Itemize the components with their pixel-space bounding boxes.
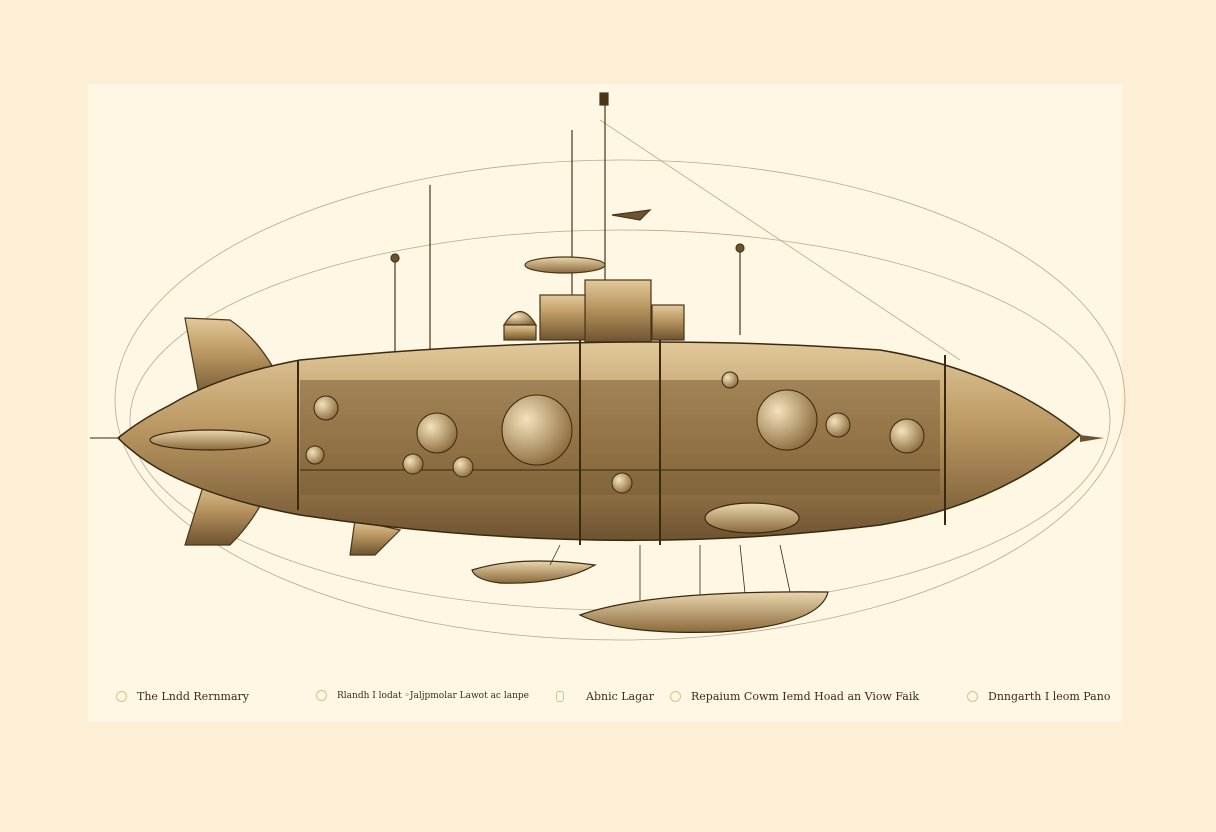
- legend-item: The Lndd Rernmary: [116, 690, 249, 703]
- legend-label: Abnic Lagar: [586, 690, 654, 703]
- legend-label: Dnngarth I leom Pano: [988, 690, 1111, 703]
- internal-machinery: [305, 371, 925, 494]
- gondolas: [149, 429, 829, 633]
- legend-marker-icon: [116, 691, 127, 702]
- legend-marker-icon: [556, 691, 564, 702]
- legend-label: The Lndd Rernmary: [137, 690, 249, 703]
- legend-marker-icon: [316, 690, 327, 701]
- legend-item: Dnngarth I leom Pano: [967, 690, 1110, 703]
- legend: The Lndd Rernmary Rlandh I lodat ◦Jaljpm…: [0, 690, 1216, 714]
- legend-marker-icon: [670, 691, 681, 702]
- legend-item: Repaium Cowm Iemd Hoad an Viow Faik: [670, 690, 919, 703]
- legend-label: Rlandh I lodat ◦Jaljpmolar Lawot ac lanp…: [337, 690, 529, 701]
- tower: [390, 92, 745, 355]
- legend-label: Repaium Cowm Iemd Hoad an Viow Faik: [691, 690, 920, 703]
- legend-marker-icon: [967, 691, 978, 702]
- legend-item: Abnic Lagar: [556, 690, 654, 703]
- legend-item: Rlandh I lodat ◦Jaljpmolar Lawot ac lanp…: [316, 690, 529, 701]
